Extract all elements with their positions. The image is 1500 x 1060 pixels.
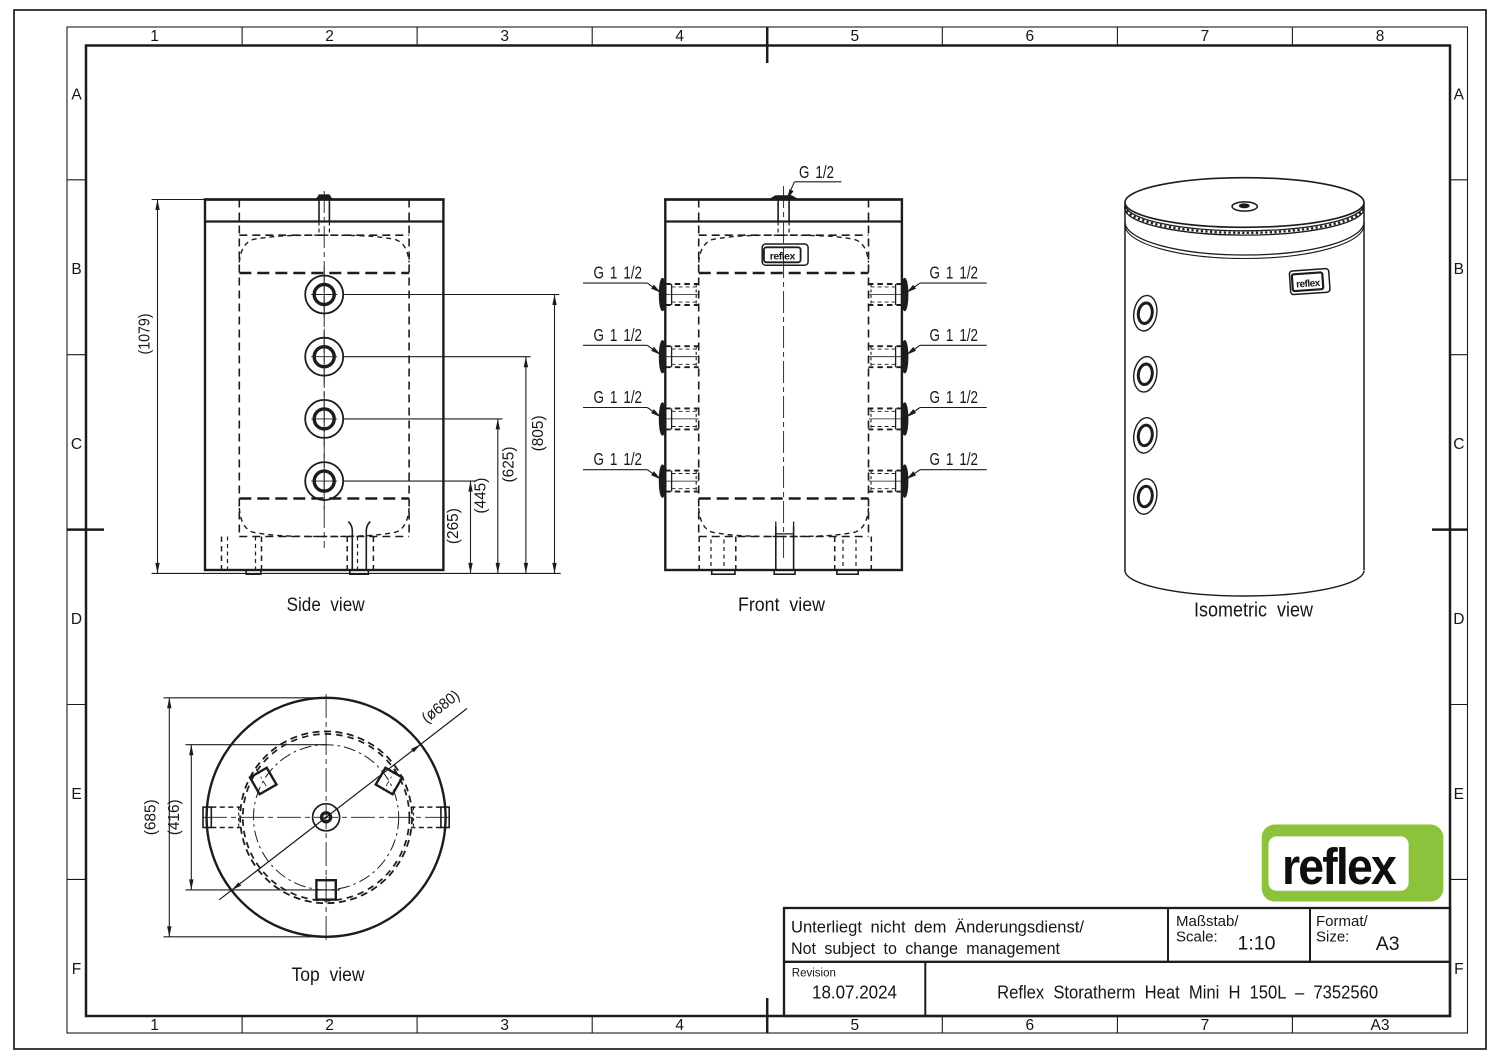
svg-text:Unterliegt nicht dem Änderungs: Unterliegt nicht dem Änderungsdienst/ (791, 919, 1084, 937)
svg-text:4: 4 (675, 1017, 684, 1034)
svg-text:G 1 1/2: G 1 1/2 (930, 449, 979, 469)
svg-text:18.07.2024: 18.07.2024 (812, 982, 897, 1003)
svg-text:G 1 1/2: G 1 1/2 (594, 387, 643, 407)
svg-text:2: 2 (325, 1017, 334, 1034)
svg-text:reflex: reflex (770, 250, 796, 262)
svg-text:Front view: Front view (738, 594, 826, 616)
svg-text:Scale:: Scale: (1176, 929, 1218, 946)
svg-text:(685): (685) (143, 799, 160, 835)
svg-text:E: E (1454, 786, 1464, 803)
svg-text:G 1 1/2: G 1 1/2 (930, 263, 979, 283)
svg-text:(625): (625) (500, 447, 517, 483)
svg-text:G 1 1/2: G 1 1/2 (594, 449, 643, 469)
svg-text:G 1 1/2: G 1 1/2 (930, 387, 979, 407)
svg-text:6: 6 (1025, 28, 1034, 45)
svg-text:7: 7 (1201, 1017, 1210, 1034)
svg-text:Top view: Top view (292, 964, 366, 986)
svg-text:5: 5 (850, 1017, 859, 1034)
svg-text:(805): (805) (530, 415, 547, 451)
svg-text:A: A (1454, 86, 1465, 103)
svg-text:1: 1 (150, 1017, 159, 1034)
svg-text:B: B (71, 261, 81, 278)
svg-text:C: C (1453, 436, 1464, 453)
svg-text:(1079): (1079) (137, 314, 154, 355)
svg-text:2: 2 (325, 28, 334, 45)
svg-text:B: B (1454, 261, 1464, 278)
svg-text:3: 3 (500, 28, 509, 45)
svg-text:E: E (71, 786, 81, 803)
svg-text:reflex: reflex (1296, 278, 1321, 291)
svg-text:Maßstab/: Maßstab/ (1176, 913, 1239, 930)
svg-text:(416): (416) (166, 799, 183, 835)
svg-text:D: D (1453, 611, 1464, 628)
svg-text:F: F (1454, 961, 1463, 978)
svg-text:Reflex Storatherm Heat Mini H: Reflex Storatherm Heat Mini H 150L – 735… (997, 982, 1378, 1003)
svg-text:4: 4 (675, 28, 684, 45)
svg-text:1: 1 (150, 28, 159, 45)
svg-text:A3: A3 (1376, 933, 1400, 955)
svg-text:6: 6 (1025, 1017, 1034, 1034)
svg-text:Revision: Revision (792, 968, 836, 980)
svg-text:(445): (445) (472, 478, 489, 514)
svg-text:5: 5 (850, 28, 859, 45)
svg-text:G 1 1/2: G 1 1/2 (930, 325, 979, 345)
svg-text:(265): (265) (445, 508, 462, 544)
svg-text:G 1/2: G 1/2 (799, 162, 834, 182)
svg-text:A3: A3 (1371, 1017, 1390, 1034)
svg-text:Side view: Side view (287, 594, 366, 616)
svg-text:Not subject to change manageme: Not subject to change management (791, 940, 1060, 958)
svg-text:A: A (71, 86, 82, 103)
svg-text:7: 7 (1201, 28, 1210, 45)
svg-text:8: 8 (1376, 28, 1385, 45)
svg-text:reflex: reflex (1282, 838, 1396, 895)
svg-text:F: F (72, 961, 81, 978)
svg-text:Size:: Size: (1316, 929, 1349, 946)
svg-text:3: 3 (500, 1017, 509, 1034)
svg-text:1:10: 1:10 (1238, 933, 1276, 955)
svg-text:G 1 1/2: G 1 1/2 (594, 325, 643, 345)
svg-text:C: C (71, 436, 82, 453)
svg-text:D: D (71, 611, 82, 628)
svg-text:Isometric view: Isometric view (1194, 600, 1313, 622)
svg-text:Format/: Format/ (1316, 913, 1369, 930)
svg-text:G 1 1/2: G 1 1/2 (594, 263, 643, 283)
